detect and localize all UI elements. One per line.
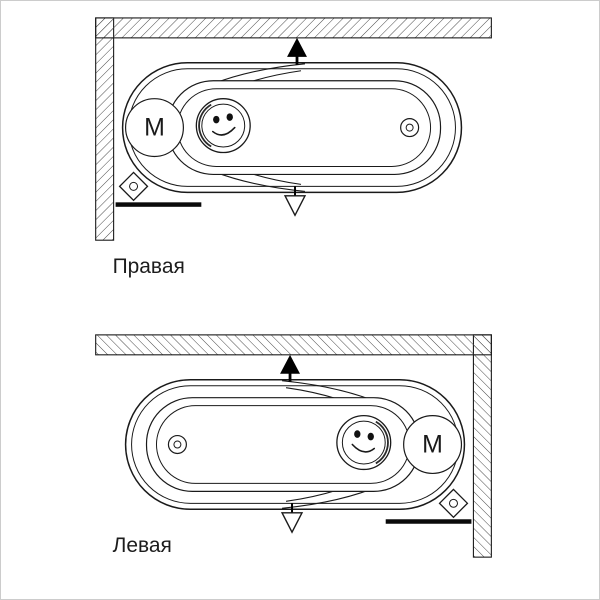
caption-right: Правая <box>113 255 185 278</box>
caption-left: Левая <box>113 534 172 557</box>
motor-label-right: M <box>144 114 165 142</box>
motor-label-left: M <box>422 431 443 459</box>
